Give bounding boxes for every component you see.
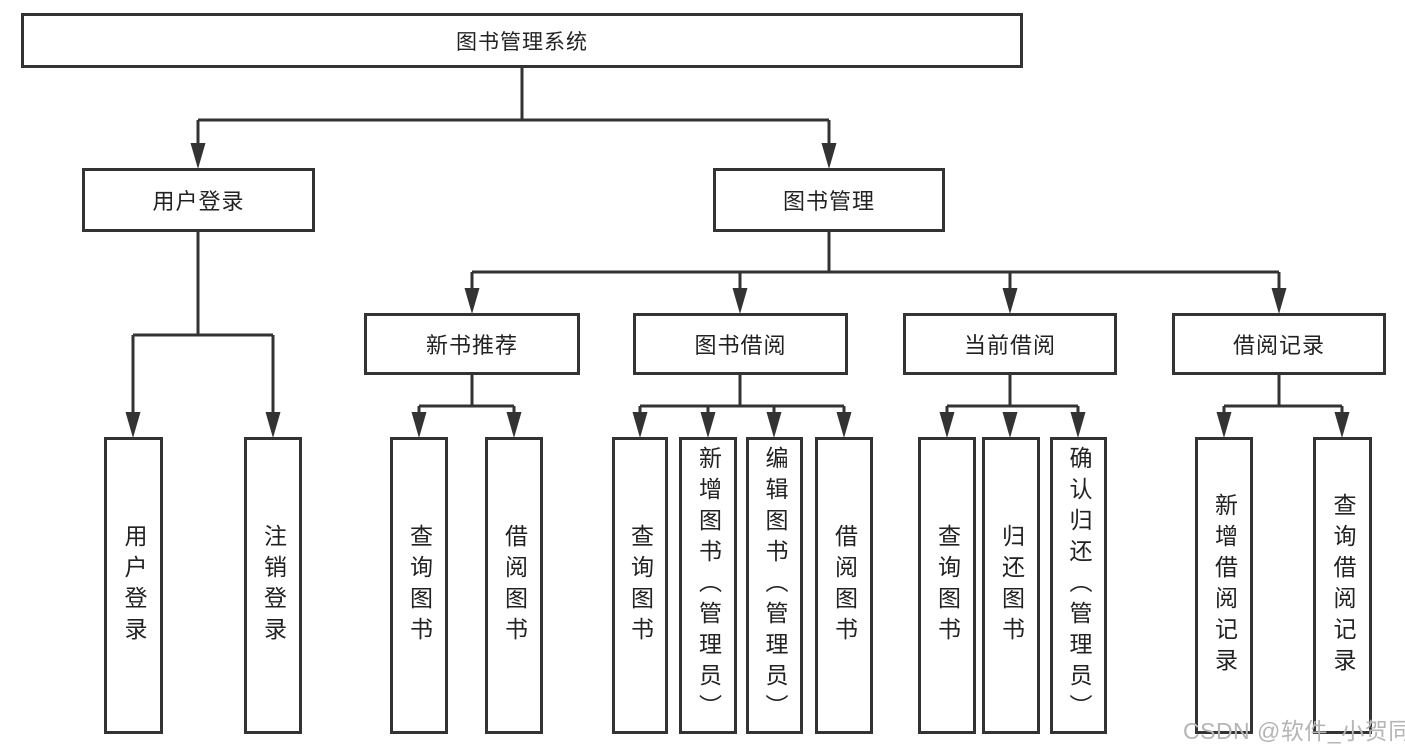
connector-new-book-recommend-to-leaves [411,375,522,438]
leaf-label: 归还图书 [998,523,1025,648]
leaf-logout: 注销登录 [244,437,302,734]
node-book-borrow: 图书借阅 [633,313,848,375]
leaf-label: 查询图书 [406,523,433,648]
node-borrow-records: 借阅记录 [1172,313,1386,375]
leaf-add-borrow-record: 新增借阅记录 [1195,437,1253,734]
node-label: 图书借阅 [694,333,787,358]
node-book-management: 图书管理 [713,168,945,232]
node-root-library-system: 图书管理系统 [21,13,1023,68]
leaf-borrow-books-newbooks: 借阅图书 [485,437,543,734]
leaf-query-books-borrow: 查询图书 [612,437,668,734]
leaf-label: 注销登录 [260,523,287,648]
node-label: 借阅记录 [1232,333,1325,358]
leaf-label: 用户登录 [121,523,147,648]
leaf-label: 查询图书 [934,523,961,648]
node-label: 新书推荐 [425,333,518,358]
node-label: 图书管理系统 [456,30,588,54]
leaf-confirm-return-admin: 确认归还（管理员） [1050,437,1107,734]
leaf-query-borrow-record: 查询借阅记录 [1313,437,1372,734]
node-user-login: 用户登录 [82,168,315,232]
leaf-label: 新增借阅记录 [1211,492,1238,679]
node-label: 用户登录 [152,189,245,214]
node-current-borrow: 当前借阅 [903,313,1117,375]
connector-book-borrow-to-leaves [632,375,852,438]
leaf-user-login: 用户登录 [104,437,163,734]
connector-user-login-to-leaves [125,232,281,438]
leaf-label: 新增图书（管理员） [695,446,722,725]
connector-book-management-to-level3 [464,232,1287,314]
leaf-return-books: 归还图书 [982,437,1040,734]
node-label: 图书管理 [782,189,875,214]
leaf-label: 借阅图书 [501,523,528,648]
connector-root-to-level2 [190,68,837,169]
leaf-label: 查询图书 [627,523,654,648]
leaf-query-books-current: 查询图书 [918,437,976,734]
leaf-edit-books-admin: 编辑图书（管理员） [746,437,803,734]
connector-current-borrow-to-leaves [939,375,1086,438]
connector-borrow-records-to-leaves [1216,375,1350,438]
leaf-borrow-books-borrow: 借阅图书 [815,437,873,734]
leaf-label: 查询借阅记录 [1330,492,1356,679]
node-new-book-recommend: 新书推荐 [364,313,580,375]
leaf-add-books-admin: 新增图书（管理员） [679,437,737,734]
leaf-label: 编辑图书（管理员） [762,446,788,725]
csdn-watermark: CSDN @软件_小贺同学 [1183,718,1405,744]
leaf-label: 借阅图书 [831,523,858,648]
leaf-query-books-newbooks: 查询图书 [390,437,448,734]
node-label: 当前借阅 [963,333,1056,358]
leaf-label: 确认归还（管理员） [1066,446,1092,725]
